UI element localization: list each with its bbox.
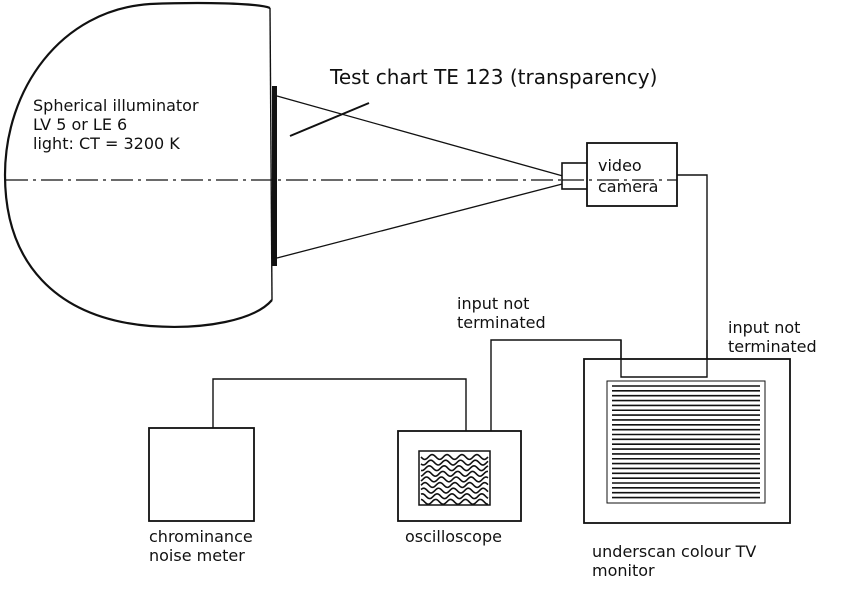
video-cable [212, 174, 708, 445]
waveform-trace [420, 481, 489, 489]
tv-monitor-raster-lines [612, 385, 760, 499]
illuminator-colour-temperature: light: CT = 3200 K [33, 134, 180, 153]
waveform-trace [420, 459, 489, 466]
noise-meter-label-line1: chrominance [149, 527, 253, 546]
illuminator-left-edge [269, 7, 273, 301]
oscilloscope-input-note-line1: input not [457, 294, 530, 313]
oscilloscope-waveform [420, 453, 489, 506]
oscilloscope-input-note-line2: terminated [457, 313, 546, 332]
spherical-illuminator-body [3, 1, 273, 328]
waveform-trace [420, 498, 489, 506]
oscilloscope-label: oscilloscope [405, 527, 502, 546]
illuminator-model: LV 5 or LE 6 [33, 115, 128, 134]
camera-label-line1: video [598, 156, 642, 175]
camera-lens [561, 162, 589, 190]
waveform-trace [420, 464, 489, 472]
ray-top [276, 95, 571, 179]
tv-monitor-box [583, 358, 791, 524]
waveform-trace [420, 492, 489, 500]
tv-monitor-screen-border [606, 380, 766, 504]
camera-label-line2: camera [598, 177, 659, 196]
waveform-trace [420, 476, 489, 483]
video-camera-box [586, 142, 678, 207]
waveform-trace [420, 487, 489, 494]
waveform-trace [420, 470, 489, 478]
test-chart-transparency [272, 86, 277, 266]
noise-meter-label-line2: noise meter [149, 546, 245, 565]
monitor-label-line1: underscan colour TV [592, 542, 757, 561]
illuminator-name: Spherical illuminator [33, 96, 199, 115]
monitor-input-note-line1: input not [728, 318, 801, 337]
waveform-trace [420, 453, 489, 461]
monitor-input-cable [620, 340, 708, 378]
chrominance-noise-meter-box [148, 427, 255, 522]
monitor-label-line2: monitor [592, 561, 655, 580]
monitor-input-note-line2: terminated [728, 337, 817, 356]
test-chart-pointer [289, 102, 370, 137]
ray-bottom [276, 181, 571, 259]
test-chart-label: Test chart TE 123 (transparency) [330, 65, 658, 89]
